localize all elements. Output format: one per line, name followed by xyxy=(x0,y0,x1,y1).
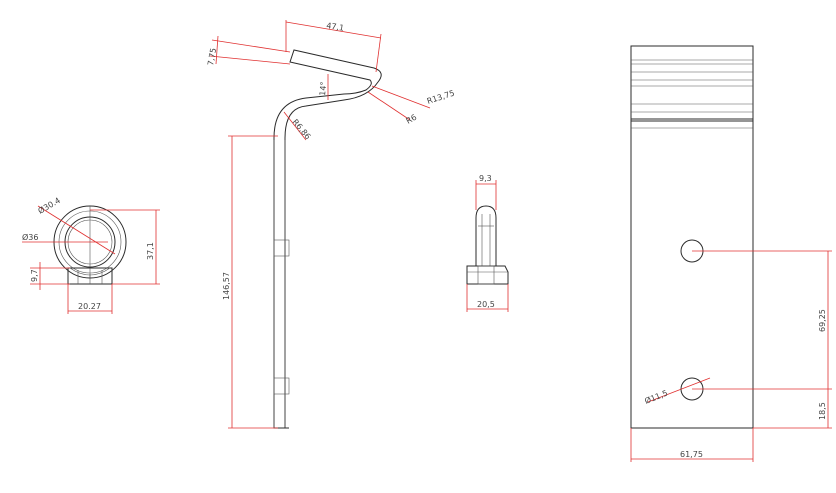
dim-bend-angle: 14° xyxy=(318,81,328,96)
dim-plate-hole-dia: Ø11,5 xyxy=(643,388,669,406)
edge-base-inner xyxy=(477,265,495,285)
dim-bend-radius-small: R6 xyxy=(405,113,419,126)
dim-line-thickness xyxy=(215,35,219,65)
dim-line-ring-outer xyxy=(37,205,116,255)
dim-bend-radius-large: R13,75 xyxy=(426,89,456,106)
dim-ext-thick-1 xyxy=(211,39,291,53)
dim-ring-height: 37,1 xyxy=(146,242,155,260)
edge-upper-profile xyxy=(475,205,497,267)
dim-line-r-large xyxy=(371,85,431,109)
dim-ext-thick-2 xyxy=(209,55,291,65)
dim-hole-spacing: 69,25 xyxy=(818,309,827,332)
dim-top-thickness: 7,75 xyxy=(206,47,218,66)
dim-top-length: 47,1 xyxy=(326,21,345,33)
dim-ring-base-height: 9,7 xyxy=(30,269,39,282)
dim-lower-bend-radius: R6,86 xyxy=(290,118,312,142)
ring-view: Ø30.4 Ø36 37,1 9,7 20.27 xyxy=(22,195,160,314)
dim-line-hole-dia xyxy=(647,377,711,403)
dim-ring-inner-dia: Ø36 xyxy=(22,232,38,242)
edge-view: 9,3 20,5 xyxy=(466,174,509,312)
dim-ext-top-right xyxy=(375,33,382,73)
arm-outer-profile xyxy=(273,49,382,429)
dim-ring-base-width: 20.27 xyxy=(78,302,101,311)
arm-hinge-mark-top xyxy=(273,239,290,257)
dim-hole-bottom-offset: 18,5 xyxy=(818,402,827,420)
arm-side-view: 47,1 7,75 14° R13,75 R6 R6,86 146,57 xyxy=(206,20,456,429)
dim-plate-width: 61,75 xyxy=(680,450,703,459)
plate-front-view: 69,25 18,5 Ø11,5 61,75 xyxy=(630,45,832,462)
dim-line-r-lower xyxy=(283,111,307,141)
dim-arm-height: 146,57 xyxy=(222,272,231,300)
dim-line-r-small xyxy=(367,91,411,121)
dim-edge-base-width: 20,5 xyxy=(477,300,495,309)
dim-edge-width: 9,3 xyxy=(479,174,492,183)
arm-hinge-mark-bottom xyxy=(273,377,290,395)
dim-line-top-length xyxy=(285,21,382,39)
edge-base-profile xyxy=(466,265,509,285)
plate-outline xyxy=(630,45,754,429)
